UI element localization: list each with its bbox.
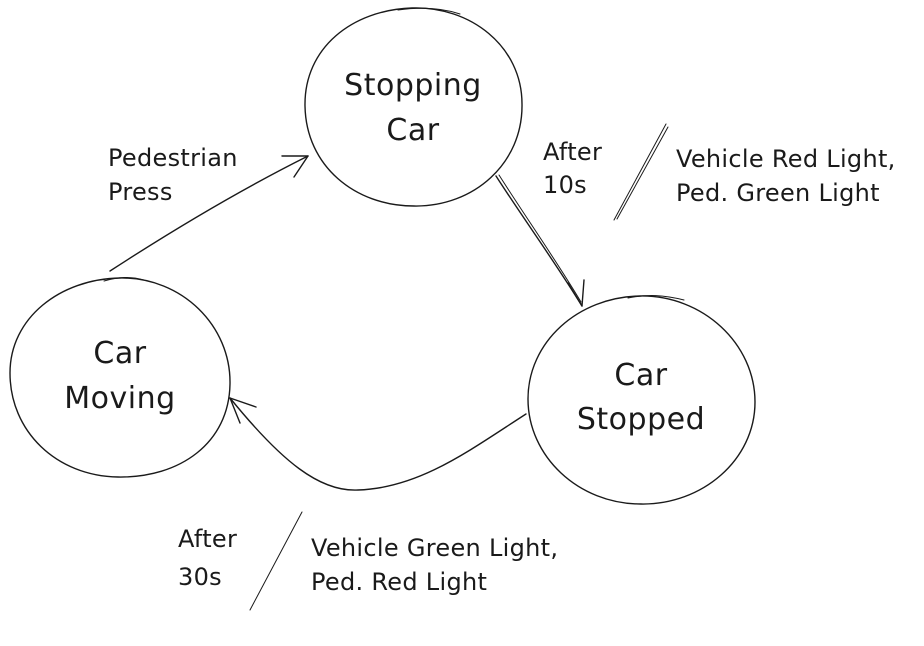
- after-10s-separator: [613, 123, 667, 221]
- after-30s-event-line1: After: [178, 525, 238, 553]
- after-10s-event-line1: After: [543, 138, 603, 166]
- car-stopped-label-line1: Car: [614, 358, 668, 393]
- stopping-car-label-line1: Stopping: [344, 68, 482, 103]
- after-30s-action-line1: Vehicle Green Light,: [311, 534, 559, 562]
- after-30s-event-line2: 30s: [178, 563, 222, 591]
- transition-pedestrian-press-arrowhead: [281, 155, 309, 178]
- transition-after-30s-arrow: [229, 397, 527, 491]
- state-stopping-car-circle: [304, 7, 523, 207]
- after-30s-separator: [249, 511, 303, 611]
- transition-pedestrian-press-arrow: [109, 155, 309, 272]
- state-stopping-car-circle-overstroke: [397, 7, 461, 15]
- car-stopped-label-line2: Stopped: [576, 402, 706, 437]
- pedestrian-press-event-line2: Press: [108, 178, 173, 206]
- after-10s-action-line1: Vehicle Red Light,: [676, 145, 896, 173]
- after-10s-action-line2: Ped. Green Light: [676, 179, 880, 207]
- after-10s-separator-double: [616, 126, 669, 220]
- state-car-stopped-circle-overstroke: [627, 295, 685, 301]
- transition-after-30s-arrowhead: [229, 397, 257, 424]
- car-moving-label-line2: Moving: [64, 381, 176, 416]
- car-moving-label-line1: Car: [93, 336, 147, 371]
- after-10s-event-line2: 10s: [543, 171, 587, 199]
- stopping-car-label-line2: Car: [386, 113, 440, 148]
- after-30s-action-line2: Ped. Red Light: [311, 568, 488, 596]
- transition-after-10s-arrowhead: [567, 279, 585, 307]
- state-car-moving-circle: [9, 277, 231, 478]
- pedestrian-press-event-line1: Pedestrian: [108, 144, 238, 172]
- transition-after-10s-arrow-double: [498, 174, 582, 303]
- state-car-stopped-circle: [527, 295, 756, 505]
- state-car-moving-circle-overstroke: [103, 277, 145, 282]
